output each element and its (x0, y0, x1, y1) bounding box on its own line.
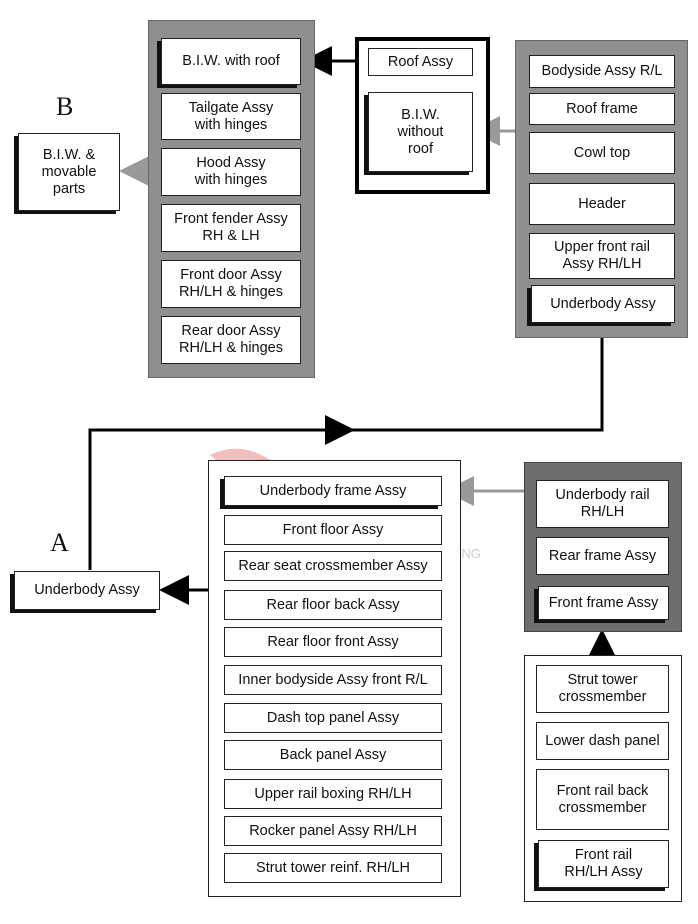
lower-dash-panel-box: Lower dash panel (536, 722, 669, 760)
cowl-top-box: Cowl top (529, 132, 675, 174)
biw-movable-parts-box: B.I.W. & movable parts (18, 133, 120, 211)
biw-without-roof-box: B.I.W. without roof (368, 92, 473, 172)
header-box: Header (529, 183, 675, 225)
biw-with-roof-box: B.I.W. with roof (161, 38, 301, 85)
roof-assy-box: Roof Assy (368, 48, 473, 76)
back-panel-box: Back panel Assy (224, 740, 442, 770)
underbody-assy-a-box: Underbody Assy (14, 571, 160, 610)
bodyside-assy-box: Bodyside Assy R/L (529, 55, 675, 88)
rear-seat-crossmember-box: Rear seat crossmember Assy (224, 551, 442, 581)
underbody-frame-assy-box: Underbody frame Assy (224, 476, 442, 506)
dash-top-panel-box: Dash top panel Assy (224, 703, 442, 733)
front-floor-assy-box: Front floor Assy (224, 515, 442, 545)
front-rail-back-crossmember-box: Front rail back crossmember (536, 769, 669, 830)
label-a: A (50, 528, 69, 557)
strut-tower-crossmember-box: Strut tower crossmember (536, 665, 669, 713)
rear-door-assy-box: Rear door Assy RH/LH & hinges (161, 316, 301, 364)
upper-rail-boxing-box: Upper rail boxing RH/LH (224, 779, 442, 809)
rear-floor-front-box: Rear floor front Assy (224, 627, 442, 657)
roof-frame-box: Roof frame (529, 93, 675, 125)
rear-floor-back-box: Rear floor back Assy (224, 590, 442, 620)
inner-bodyside-box: Inner bodyside Assy front R/L (224, 665, 442, 695)
front-rail-assy-box: Front rail RH/LH Assy (538, 840, 669, 888)
tailgate-assy-box: Tailgate Assy with hinges (161, 93, 301, 140)
hood-assy-box: Hood Assy with hinges (161, 148, 301, 196)
rear-frame-assy-box: Rear frame Assy (536, 537, 669, 575)
label-b: B (56, 92, 74, 121)
front-fender-assy-box: Front fender Assy RH & LH (161, 204, 301, 252)
front-door-assy-box: Front door Assy RH/LH & hinges (161, 260, 301, 308)
underbody-assy-right-box: Underbody Assy (531, 285, 675, 323)
underbody-rail-box: Underbody rail RH/LH (536, 480, 669, 528)
rocker-panel-box: Rocker panel Assy RH/LH (224, 816, 442, 846)
front-frame-assy-box: Front frame Assy (538, 586, 669, 620)
strut-tower-reinf-box: Strut tower reinf. RH/LH (224, 853, 442, 883)
upper-front-rail-box: Upper front rail Assy RH/LH (529, 233, 675, 279)
